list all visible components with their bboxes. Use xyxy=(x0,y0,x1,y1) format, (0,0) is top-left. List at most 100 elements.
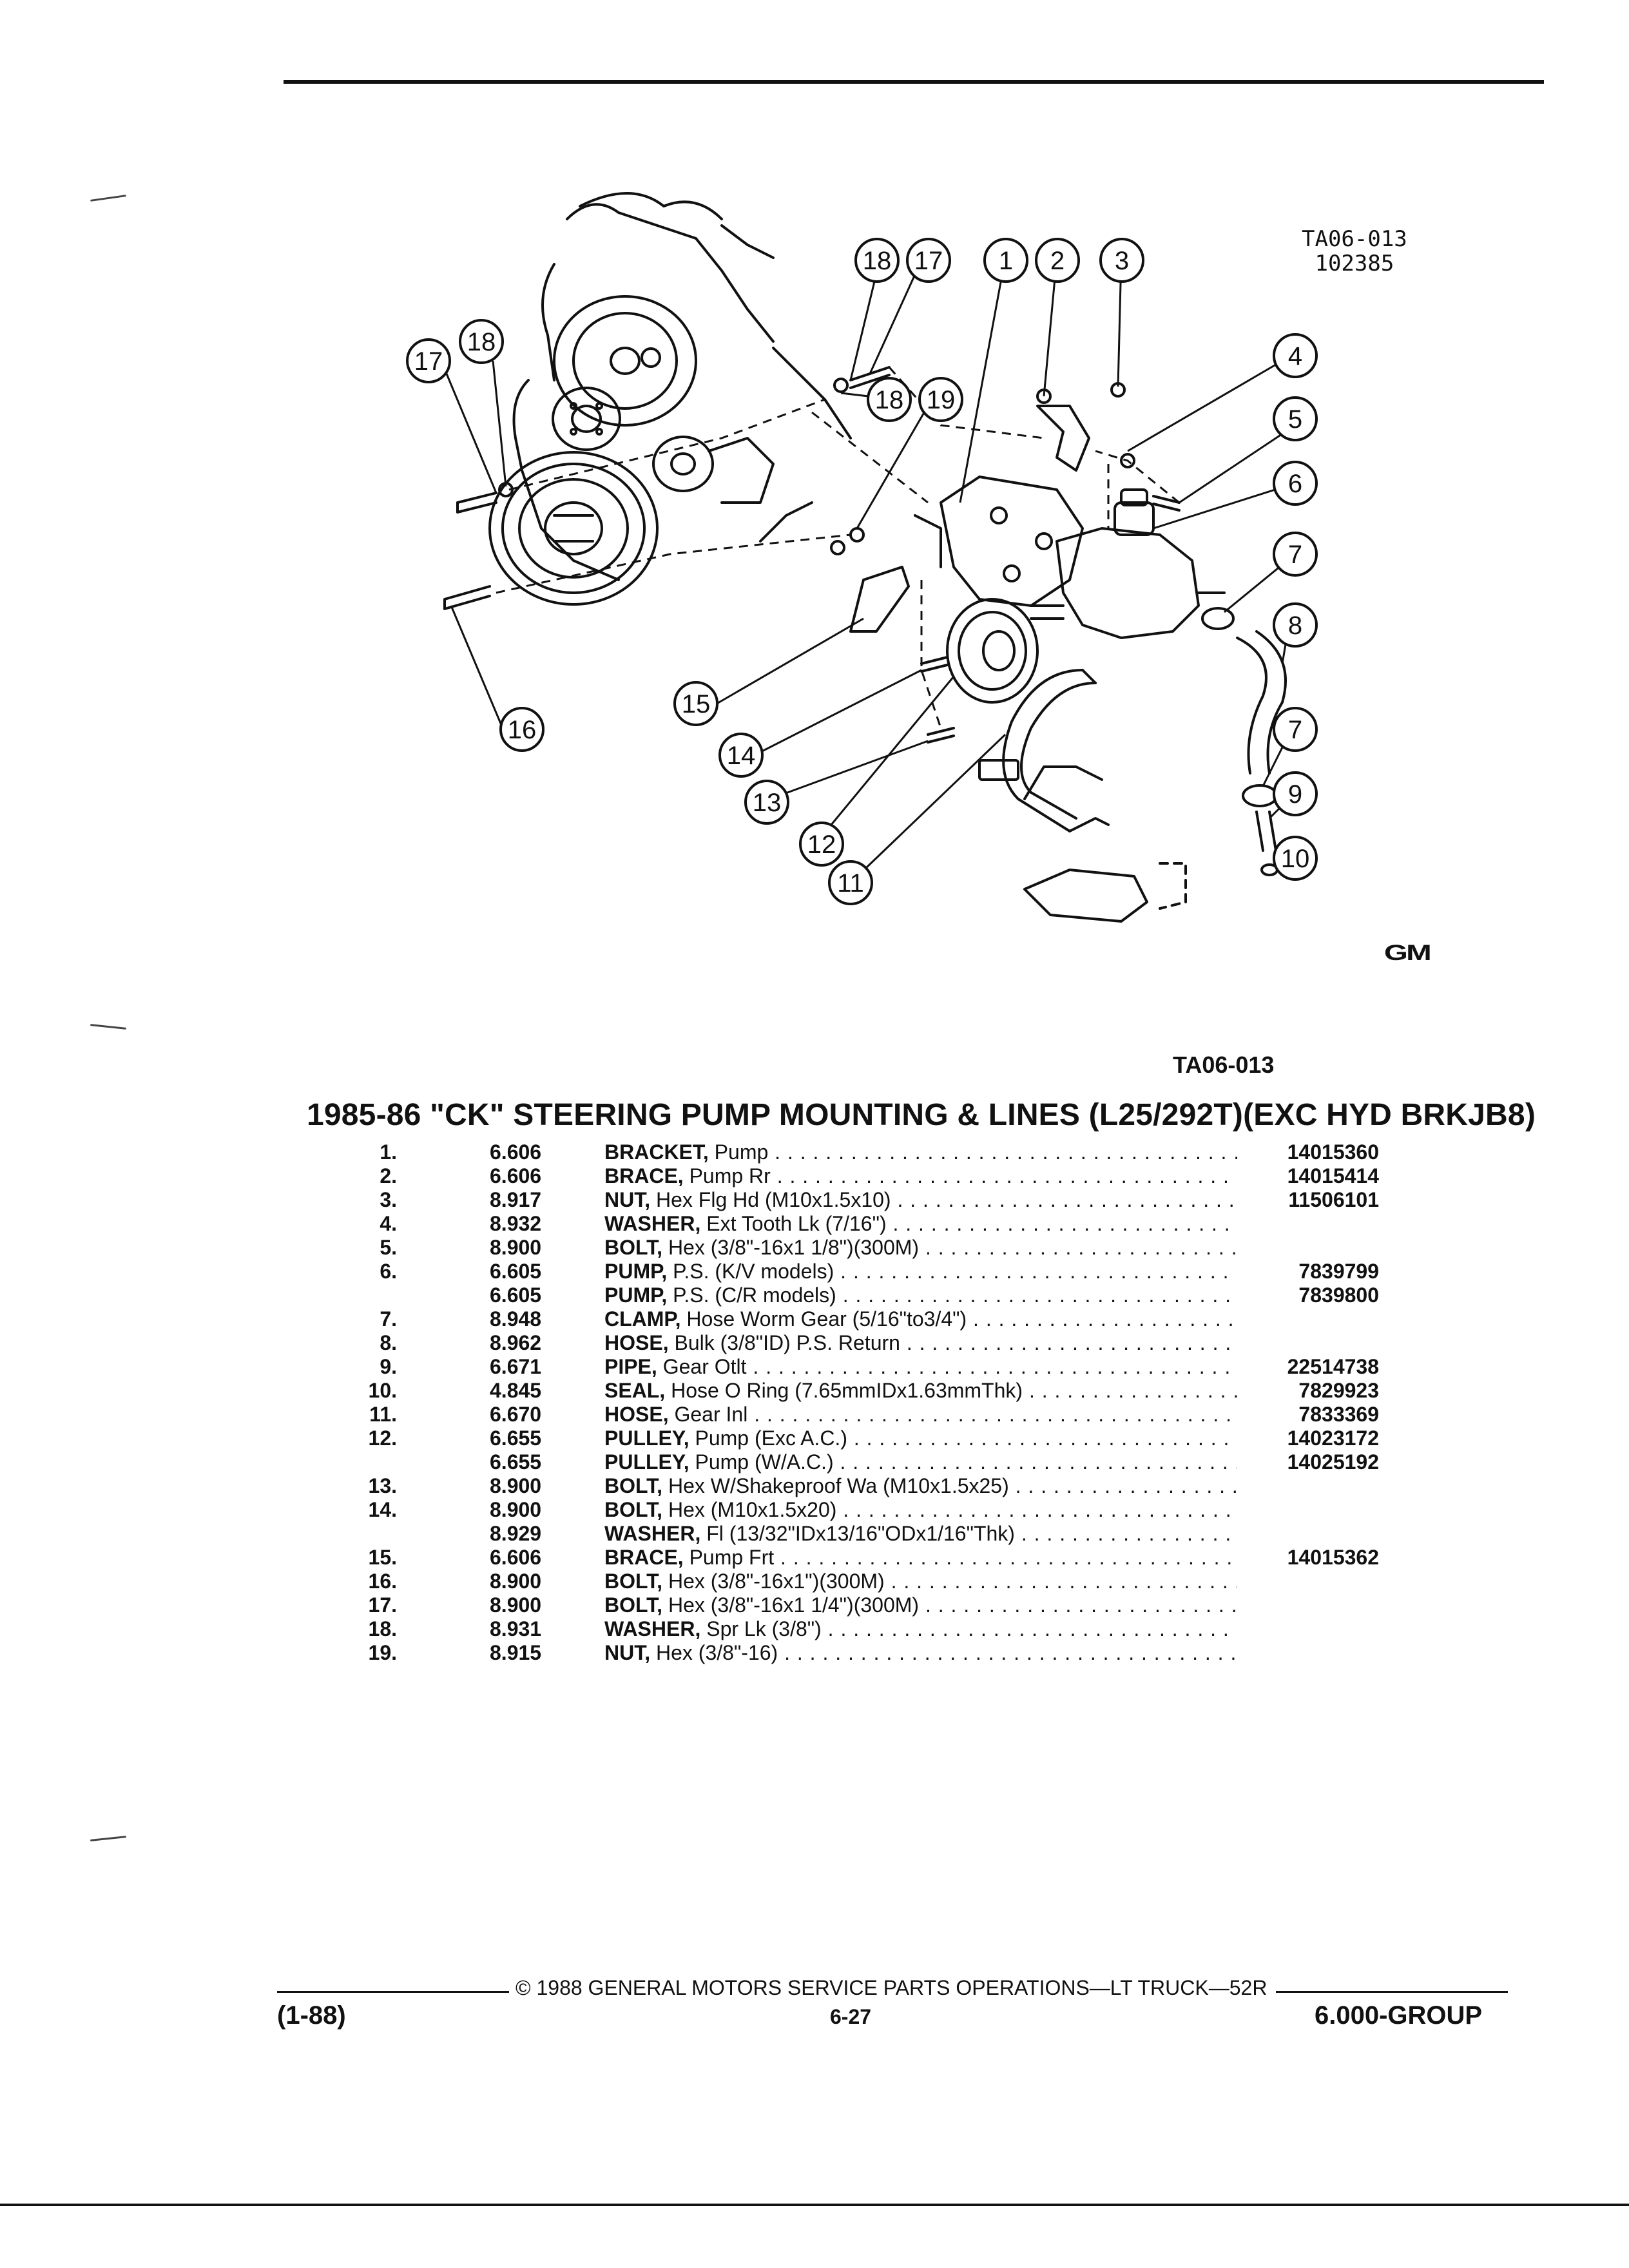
top-rule xyxy=(284,80,1544,84)
part-number: 14015362 xyxy=(1287,1546,1379,1569)
group-code: 6.606 xyxy=(490,1164,542,1187)
part-detail: Fl (13/32"IDx13/16"ODx1/16"Thk) xyxy=(700,1522,1015,1545)
part-description: BRACE, Pump Rr xyxy=(604,1164,1237,1188)
part-name: BOLT, xyxy=(604,1236,663,1259)
part-number: 7839800 xyxy=(1298,1283,1379,1307)
part-description: BOLT, Hex (3/8"-16x1 1/8")(300M) xyxy=(604,1236,1237,1260)
part-description: PIPE, Gear Otlt xyxy=(604,1355,1237,1379)
part-name: BOLT, xyxy=(604,1593,663,1617)
callout-9: 9 xyxy=(1288,780,1302,809)
group-code: 8.932 xyxy=(490,1212,542,1235)
bottom-rule xyxy=(0,2204,1629,2206)
callout-14: 14 xyxy=(727,742,756,770)
part-name: BOLT, xyxy=(604,1474,663,1497)
part-description: CLAMP, Hose Worm Gear (5/16"to3/4") xyxy=(604,1307,1237,1331)
front-brace xyxy=(849,566,910,633)
part-name: BRACE, xyxy=(604,1164,684,1187)
part-detail: Hex (3/8"-16x1")(300M) xyxy=(662,1570,885,1593)
footer-copyright: © 1988 GENERAL MOTORS SERVICE PARTS OPER… xyxy=(516,1976,1268,1999)
part-number: 11506101 xyxy=(1288,1188,1379,1211)
bolts xyxy=(443,366,1181,744)
group-code: 8.948 xyxy=(490,1307,542,1331)
part-description: BOLT, Hex (M10x1.5x20) xyxy=(604,1498,1237,1522)
part-description: HOSE, Bulk (3/8"ID) P.S. Return xyxy=(604,1331,1237,1355)
part-number: 14015360 xyxy=(1287,1140,1379,1164)
figure-code: TA06-013 102385 xyxy=(1302,226,1407,276)
item-number: 6. xyxy=(380,1260,397,1283)
callout-2: 2 xyxy=(1050,247,1065,275)
part-description: WASHER, Ext Tooth Lk (7/16") xyxy=(604,1212,1237,1236)
part-name: HOSE, xyxy=(604,1403,669,1426)
part-detail: P.S. (K/V models) xyxy=(667,1260,834,1283)
item-number: 8. xyxy=(380,1331,397,1354)
part-description: WASHER, Fl (13/32"IDx13/16"ODx1/16"Thk) xyxy=(604,1522,1237,1546)
footer-group: 6.000-GROUP xyxy=(1315,2001,1483,2030)
item-number: 18. xyxy=(368,1617,397,1640)
part-number: 7839799 xyxy=(1298,1260,1379,1283)
part-number: 22514738 xyxy=(1287,1355,1379,1378)
part-name: SEAL, xyxy=(604,1379,666,1402)
group-code: 8.900 xyxy=(490,1474,542,1497)
part-name: PULLEY, xyxy=(604,1427,689,1450)
group-code: 8.915 xyxy=(490,1641,542,1664)
group-code: 4.845 xyxy=(490,1379,542,1402)
rear-brace xyxy=(1036,389,1090,472)
part-detail: Gear Inl xyxy=(668,1403,748,1426)
part-name: PIPE, xyxy=(604,1355,657,1378)
callout-10: 10 xyxy=(1281,845,1310,873)
callout-13: 13 xyxy=(753,789,782,817)
callout-12: 12 xyxy=(807,831,836,859)
group-code: 6.670 xyxy=(490,1403,542,1426)
part-description: PULLEY, Pump (Exc A.C.) xyxy=(604,1427,1237,1450)
item-number: 15. xyxy=(368,1546,397,1569)
steering-gear xyxy=(1023,862,1187,923)
callout-1: 1 xyxy=(999,247,1013,275)
footer-rule-right xyxy=(1276,1991,1508,1993)
part-detail: Pump Frt xyxy=(683,1546,775,1569)
group-code: 8.931 xyxy=(490,1617,542,1640)
item-number: 3. xyxy=(380,1188,397,1211)
alternator-pulley xyxy=(652,436,775,504)
part-detail: Hose Worm Gear (5/16"to3/4") xyxy=(680,1307,967,1331)
part-description: BOLT, Hex W/Shakeproof Wa (M10x1.5x25) xyxy=(604,1474,1237,1498)
item-number: 17. xyxy=(368,1593,397,1617)
power-steering-pump xyxy=(1030,488,1226,639)
return-hose xyxy=(1236,630,1287,774)
callout-19: 19 xyxy=(927,386,956,414)
callout-18: 18 xyxy=(863,247,892,275)
part-description: PUMP, P.S. (C/R models) xyxy=(604,1283,1237,1307)
pump-bracket xyxy=(914,476,1084,607)
group-code: 6.605 xyxy=(490,1260,542,1283)
margin-mark xyxy=(90,195,126,202)
part-name: NUT, xyxy=(604,1641,651,1664)
callout-3: 3 xyxy=(1115,247,1129,275)
gear-outlet-pipe xyxy=(1255,811,1277,852)
part-description: HOSE, Gear Inl xyxy=(604,1403,1237,1427)
part-description: NUT, Hex (3/8"-16) xyxy=(604,1641,1237,1665)
callout-8: 8 xyxy=(1288,611,1302,640)
part-number: 14015414 xyxy=(1287,1164,1379,1187)
section-title: 1985-86 "CK" STEERING PUMP MOUNTING & LI… xyxy=(307,1098,1536,1132)
part-detail: Pump xyxy=(708,1140,769,1164)
part-name: NUT, xyxy=(604,1188,651,1211)
group-code: 6.655 xyxy=(490,1450,542,1474)
part-detail: Pump (W/A.C.) xyxy=(689,1450,834,1474)
group-code: 8.962 xyxy=(490,1331,542,1354)
callout-17: 17 xyxy=(414,347,443,376)
group-code: 8.900 xyxy=(490,1236,542,1259)
crankshaft-pulley xyxy=(488,451,659,606)
figure-reference: TA06-013 xyxy=(1173,1052,1275,1078)
part-detail: Ext Tooth Lk (7/16") xyxy=(700,1212,887,1235)
